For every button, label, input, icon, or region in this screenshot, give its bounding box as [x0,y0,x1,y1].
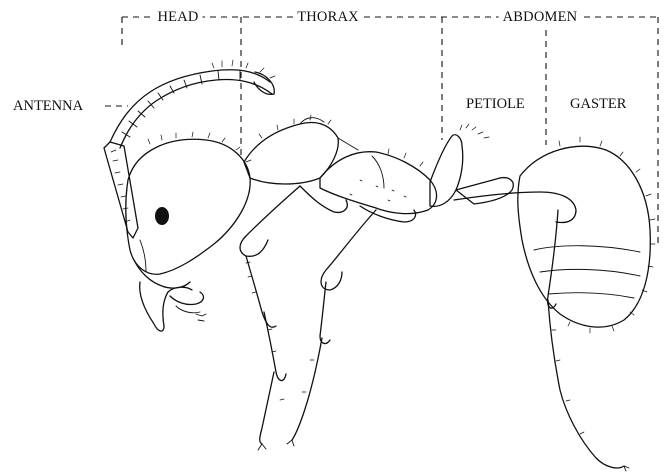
head-segment-label: HEAD [153,9,202,25]
petiole-label: PETIOLE [466,96,525,112]
antenna-drawing [104,60,275,238]
segment-brackets [105,17,658,245]
legs-drawing [240,186,629,471]
abdomen-segment-label: ABDOMEN [499,9,582,25]
gaster-label: GASTER [570,96,626,112]
head-drawing [126,132,251,331]
thorax-drawing [244,115,437,222]
thorax-segment-label: THORAX [293,9,363,25]
gaster-drawing [518,137,655,333]
antenna-label: ANTENNA [13,98,83,114]
